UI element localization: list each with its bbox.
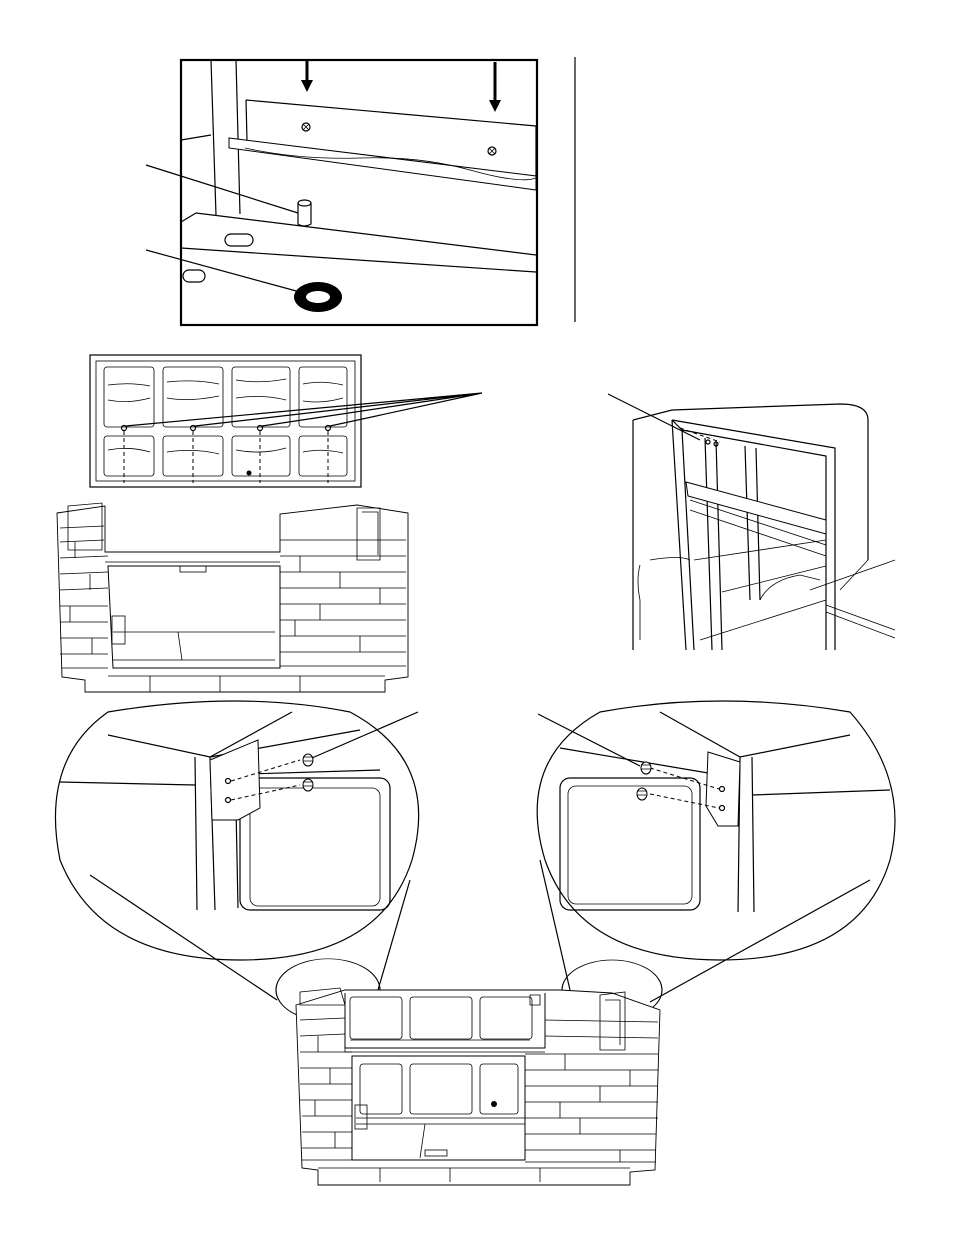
screw-icon [302, 123, 310, 131]
callout-line-icon [126, 393, 482, 426]
right-corner-bracket-zoom [537, 701, 895, 1002]
left-corner-bracket-zoom [55, 701, 418, 1000]
callout-line-icon [146, 250, 300, 292]
callout-line-icon [312, 712, 418, 758]
top-panel-screw-holes [90, 355, 482, 487]
callout-line-icon [146, 165, 298, 213]
callout-line-icon [538, 714, 640, 766]
screw-icon [488, 147, 496, 155]
detail-pin-and-washer [146, 60, 537, 325]
callout-line-icon [608, 394, 700, 440]
screw-icon [637, 788, 647, 800]
frame-perspective-corner [608, 394, 895, 650]
assembled-island-bottom [276, 959, 662, 1185]
screw-icon [303, 779, 313, 791]
arrow-down-icon [301, 60, 313, 92]
arrow-down-icon [489, 62, 501, 112]
island-frame-front-view [57, 503, 408, 692]
screw-icon [641, 762, 651, 774]
screw-icon [303, 754, 313, 766]
pin-icon [298, 200, 311, 226]
washer-icon [294, 282, 342, 312]
